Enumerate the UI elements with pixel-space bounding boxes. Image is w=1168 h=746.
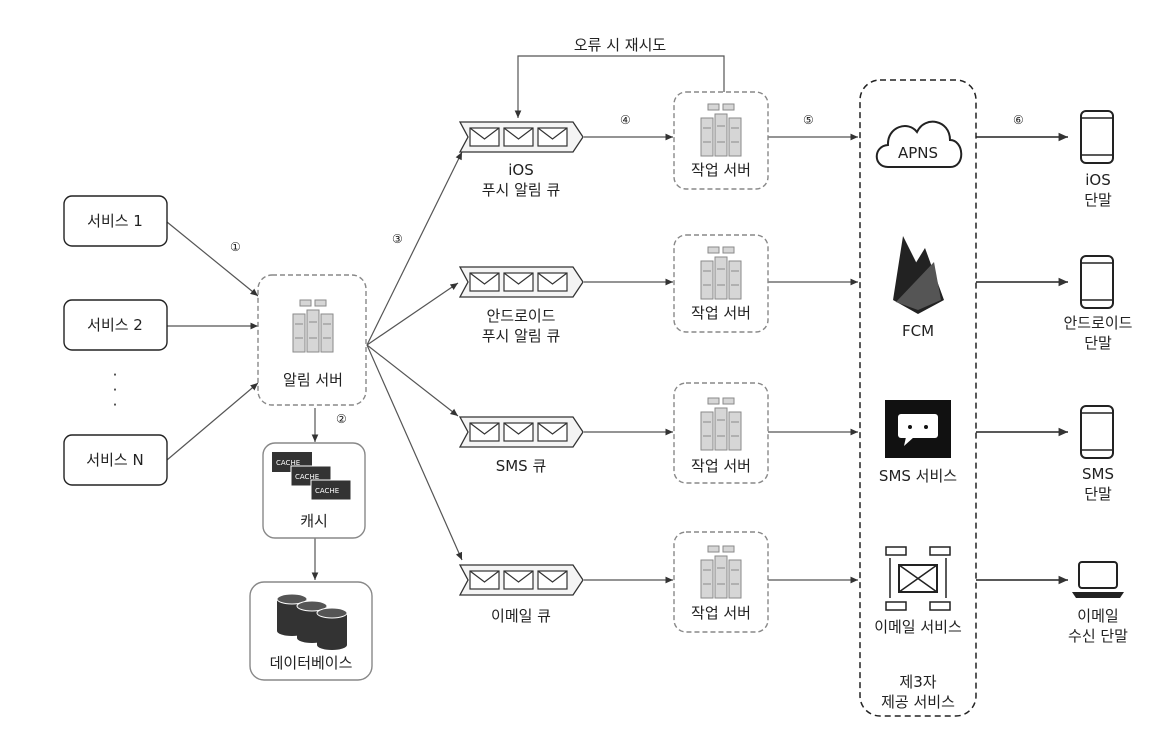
device-label-line1: iOS (1085, 171, 1111, 189)
database-box: 데이터베이스 (249, 581, 373, 681)
phone-icon (1080, 405, 1114, 459)
queue-ios: iOS 푸시 알림 큐 (459, 121, 584, 199)
queue-label-line1: 안드로이드 (486, 307, 555, 325)
edge-service1-to-server (166, 221, 259, 297)
queue-label-line1: 이메일 큐 (491, 607, 551, 625)
provider-fcm: FCM (893, 236, 944, 340)
queue-android: 안드로이드 푸시 알림 큐 (459, 266, 584, 345)
queue-email: 이메일 큐 (459, 564, 584, 625)
service-label-1: 서비스 1 (87, 212, 143, 230)
provider-email: 이메일 서비스 (874, 546, 962, 636)
service-box-2: 서비스 2 (63, 299, 168, 351)
cache-label: 캐시 (300, 512, 328, 530)
step-marker-3: ③ (392, 232, 403, 246)
provider-sms: SMS 서비스 (879, 400, 957, 485)
device-label-line2: 단말 (1084, 191, 1112, 209)
cloud-icon (875, 120, 963, 168)
queue-label-line1: SMS 큐 (496, 457, 547, 475)
service-label-n: 서비스 N (86, 451, 143, 469)
email-service-icon (885, 546, 951, 611)
edge-server-to-queue-android (366, 282, 459, 346)
cache-chip-label: CACHE (315, 487, 339, 495)
service-ellipsis: · · · (113, 366, 118, 414)
worker-sms: 작업 서버 (673, 382, 769, 484)
queue-label-line1: iOS (508, 161, 534, 179)
firebase-icon (893, 236, 944, 314)
phone-icon (1080, 110, 1114, 164)
third-party-container: 제3자 제공 서비스 (859, 79, 977, 717)
chat-bubble-icon (898, 414, 938, 446)
device-sms: SMS 단말 (1080, 405, 1114, 503)
queue-icon (459, 121, 584, 153)
cache-box: CACHE CACHE CACHE 캐시 (262, 442, 366, 539)
worker-label: 작업 서버 (691, 304, 751, 322)
service-box-1: 서비스 1 (63, 195, 168, 247)
edge-serviceN-to-server (166, 382, 259, 461)
device-label-line2: 수신 단말 (1068, 627, 1128, 645)
laptop-icon (1072, 561, 1124, 598)
device-label-line1: SMS (1082, 465, 1114, 483)
edge-server-to-queue-ios (366, 151, 463, 346)
notification-server: 알림 서버 (257, 274, 367, 406)
worker-email: 작업 서버 (673, 531, 769, 633)
database-label: 데이터베이스 (270, 654, 353, 672)
device-email: 이메일 수신 단말 (1068, 561, 1128, 645)
edges (166, 55, 1068, 585)
step-marker-4: ④ (620, 113, 631, 127)
device-label-line1: 안드로이드 (1063, 314, 1132, 332)
worker-android: 작업 서버 (673, 234, 769, 333)
provider-label: 이메일 서비스 (874, 618, 962, 636)
device-ios: iOS 단말 (1080, 110, 1114, 209)
queue-label-line2: 푸시 알림 큐 (482, 181, 561, 199)
provider-apns: APNS (875, 120, 963, 168)
device-android: 안드로이드 단말 (1063, 255, 1133, 352)
edge-server-to-queue-sms (366, 344, 459, 417)
retry-label: 오류 시 재시도 (574, 36, 667, 54)
apns-label: APNS (898, 144, 938, 162)
service-ellipsis-dot: · (113, 366, 118, 384)
edge-server-to-queue-email (366, 344, 463, 561)
worker-label: 작업 서버 (691, 604, 751, 622)
queue-sms: SMS 큐 (459, 416, 584, 475)
phone-icon (1080, 255, 1114, 309)
step-marker-2: ② (336, 412, 347, 426)
service-ellipsis-dot: · (113, 396, 118, 414)
queue-icon (459, 266, 584, 298)
step-marker-1: ① (230, 240, 241, 254)
step-marker-5: ⑤ (803, 113, 814, 127)
device-label-line2: 단말 (1084, 485, 1112, 503)
cache-chip-label: CACHE (276, 459, 300, 467)
provider-label: SMS 서비스 (879, 467, 957, 485)
worker-label: 작업 서버 (691, 161, 751, 179)
worker-label: 작업 서버 (691, 457, 751, 475)
edge-retry-loop (514, 55, 725, 118)
notification-server-label: 알림 서버 (283, 371, 343, 389)
cache-chip-label: CACHE (295, 473, 319, 481)
queue-icon (459, 564, 584, 596)
provider-label: FCM (902, 322, 934, 340)
service-label-2: 서비스 2 (87, 316, 143, 334)
third-party-label-line1: 제3자 (899, 673, 936, 691)
device-label-line1: 이메일 (1077, 607, 1118, 625)
service-box-n: 서비스 N (63, 434, 168, 486)
cache-icon: CACHE CACHE CACHE (272, 452, 352, 501)
device-label-line2: 단말 (1084, 334, 1112, 352)
service-ellipsis-dot: · (113, 381, 118, 399)
queue-icon (459, 416, 584, 448)
step-marker-6: ⑥ (1013, 113, 1024, 127)
worker-ios: 작업 서버 (673, 91, 769, 190)
third-party-label-line2: 제공 서비스 (881, 693, 955, 711)
queue-label-line2: 푸시 알림 큐 (482, 327, 561, 345)
